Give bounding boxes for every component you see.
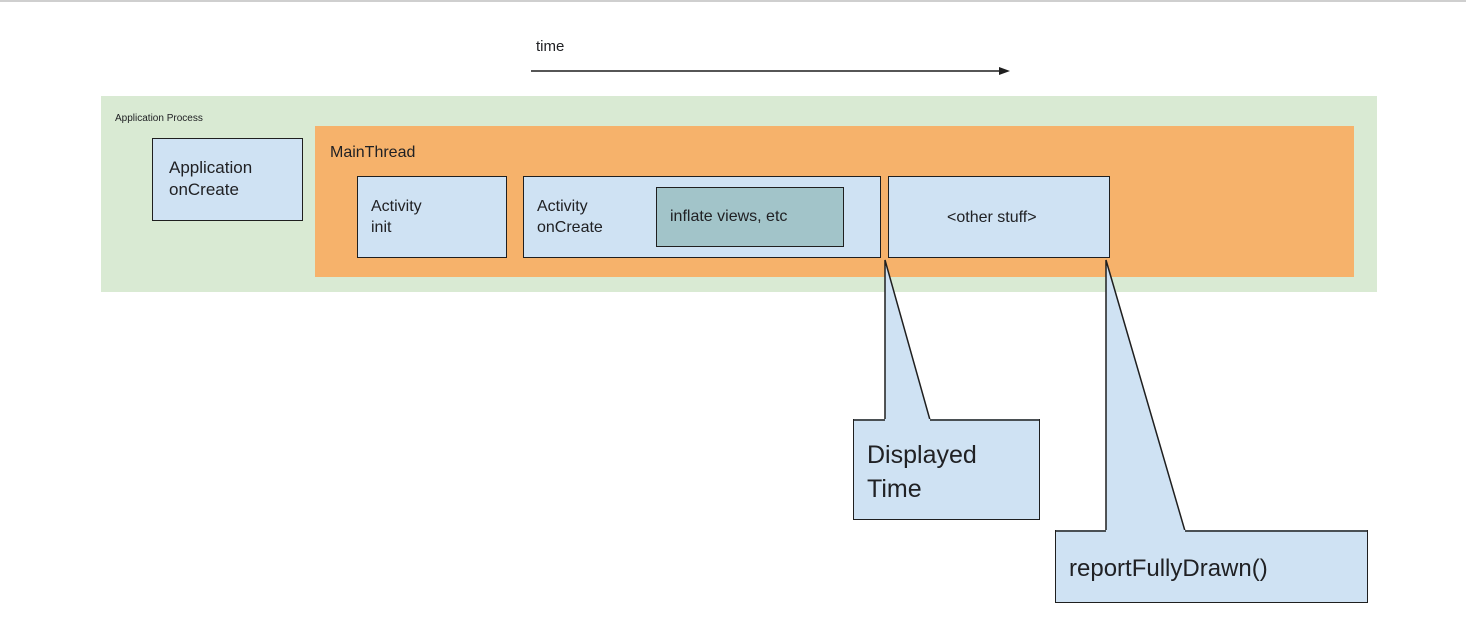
application-oncreate-box: Application onCreate xyxy=(152,138,303,221)
displayed-time-label: Displayed Time xyxy=(867,441,977,503)
activity-init-label: Activity init xyxy=(371,198,422,236)
displayed-time-callout: Displayed Time xyxy=(853,419,1040,520)
other-stuff-label: <other stuff> xyxy=(947,209,1037,226)
report-fully-drawn-callout: reportFullyDrawn() xyxy=(1055,530,1368,603)
inflate-views-label: inflate views, etc xyxy=(670,208,788,225)
activity-oncreate-label: Activity onCreate xyxy=(537,198,603,236)
application-oncreate-label: Application onCreate xyxy=(169,158,253,199)
inflate-views-box: inflate views, etc xyxy=(656,187,844,247)
main-thread-label: MainThread xyxy=(330,144,416,161)
other-stuff-box: <other stuff> xyxy=(888,176,1110,258)
application-process-label: Application Process xyxy=(115,113,203,124)
activity-init-box: Activity init xyxy=(357,176,507,258)
time-label: time xyxy=(536,38,565,55)
report-fully-drawn-label: reportFullyDrawn() xyxy=(1069,555,1268,582)
top-divider xyxy=(0,0,1466,2)
